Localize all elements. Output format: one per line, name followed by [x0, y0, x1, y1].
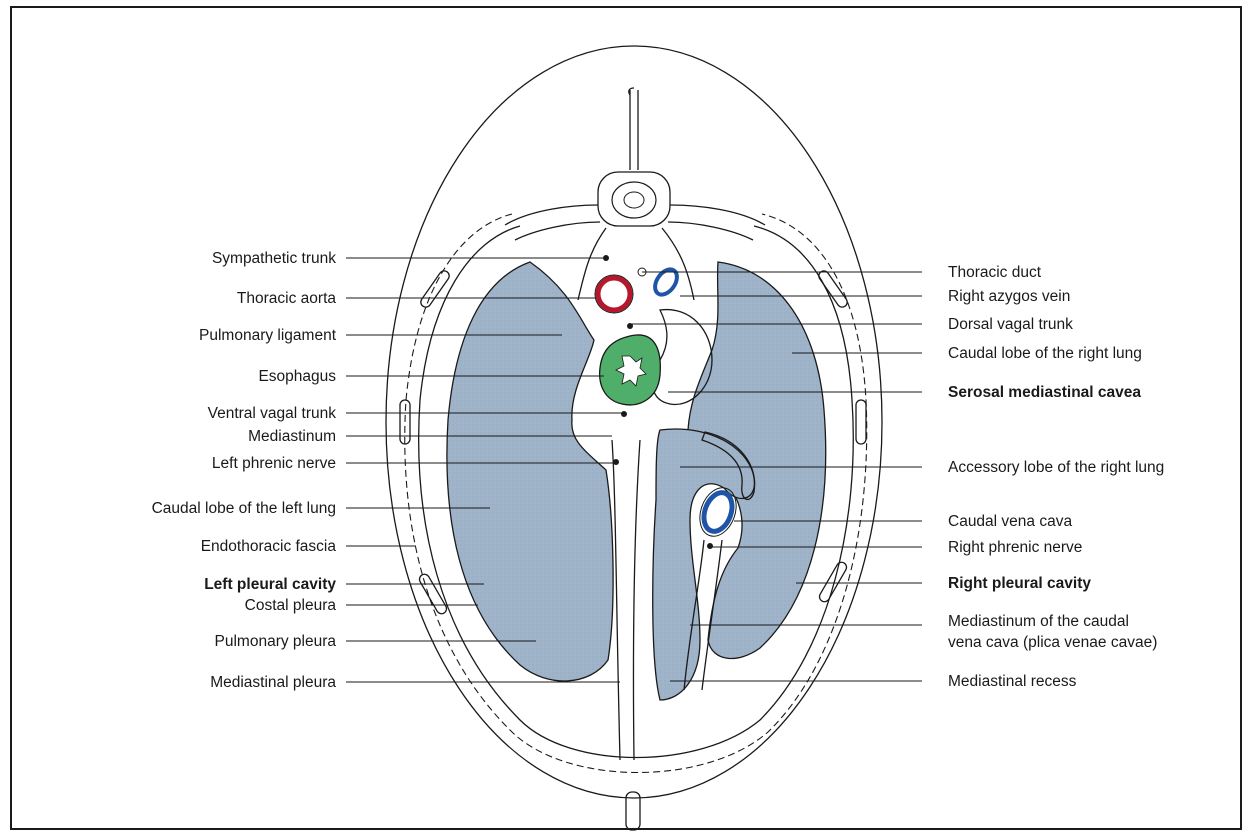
- thoracic-aorta-vessel: [598, 278, 630, 310]
- label-mediastinum-caudal-vena-cava: Mediastinum of the caudal: [948, 613, 1129, 630]
- label-serosal-mediastinal-cavea: Serosal mediastinal cavea: [948, 384, 1141, 401]
- label-thoracic-duct: Thoracic duct: [948, 264, 1042, 281]
- right-azygos-vein-vessel: [651, 265, 682, 298]
- label-sympathetic-trunk: Sympathetic trunk: [212, 250, 336, 267]
- label-right-azygos-vein: Right azygos vein: [948, 288, 1070, 305]
- label-thoracic-aorta: Thoracic aorta: [237, 290, 336, 307]
- left-lung: [447, 262, 613, 681]
- label-left-pleural-cavity: Left pleural cavity: [204, 576, 336, 593]
- label-ventral-vagal-trunk: Ventral vagal trunk: [208, 405, 337, 422]
- labels-right: Thoracic duct Right azygos vein Dorsal v…: [948, 264, 1164, 690]
- label-costal-pleura: Costal pleura: [245, 597, 337, 614]
- label-mediastinum: Mediastinum: [248, 428, 336, 445]
- mediastinum-stalk: [612, 440, 640, 760]
- label-pulmonary-pleura: Pulmonary pleura: [215, 633, 337, 650]
- label-endothoracic-fascia: Endothoracic fascia: [201, 538, 337, 555]
- label-pulmonary-ligament: Pulmonary ligament: [199, 327, 337, 344]
- label-right-pleural-cavity: Right pleural cavity: [948, 575, 1091, 592]
- label-left-phrenic-nerve: Left phrenic nerve: [212, 455, 336, 472]
- label-right-phrenic-nerve: Right phrenic nerve: [948, 539, 1082, 556]
- caudal-vena-cava-vessel: [699, 489, 737, 535]
- label-caudal-lobe-right-lung: Caudal lobe of the right lung: [948, 345, 1142, 362]
- label-caudal-vena-cava: Caudal vena cava: [948, 513, 1072, 530]
- label-caudal-lobe-left-lung: Caudal lobe of the left lung: [152, 500, 336, 517]
- label-mediastinal-recess: Mediastinal recess: [948, 673, 1077, 690]
- label-mediastinal-pleura: Mediastinal pleura: [210, 674, 336, 691]
- label-dorsal-vagal-trunk: Dorsal vagal trunk: [948, 316, 1073, 333]
- label-mediastinum-caudal-vena-cava-line2: vena cava (plica venae cavae): [948, 634, 1157, 651]
- label-accessory-lobe-right-lung: Accessory lobe of the right lung: [948, 459, 1164, 476]
- label-esophagus: Esophagus: [258, 368, 336, 385]
- labels-left: Sympathetic trunk Thoracic aorta Pulmona…: [152, 250, 337, 691]
